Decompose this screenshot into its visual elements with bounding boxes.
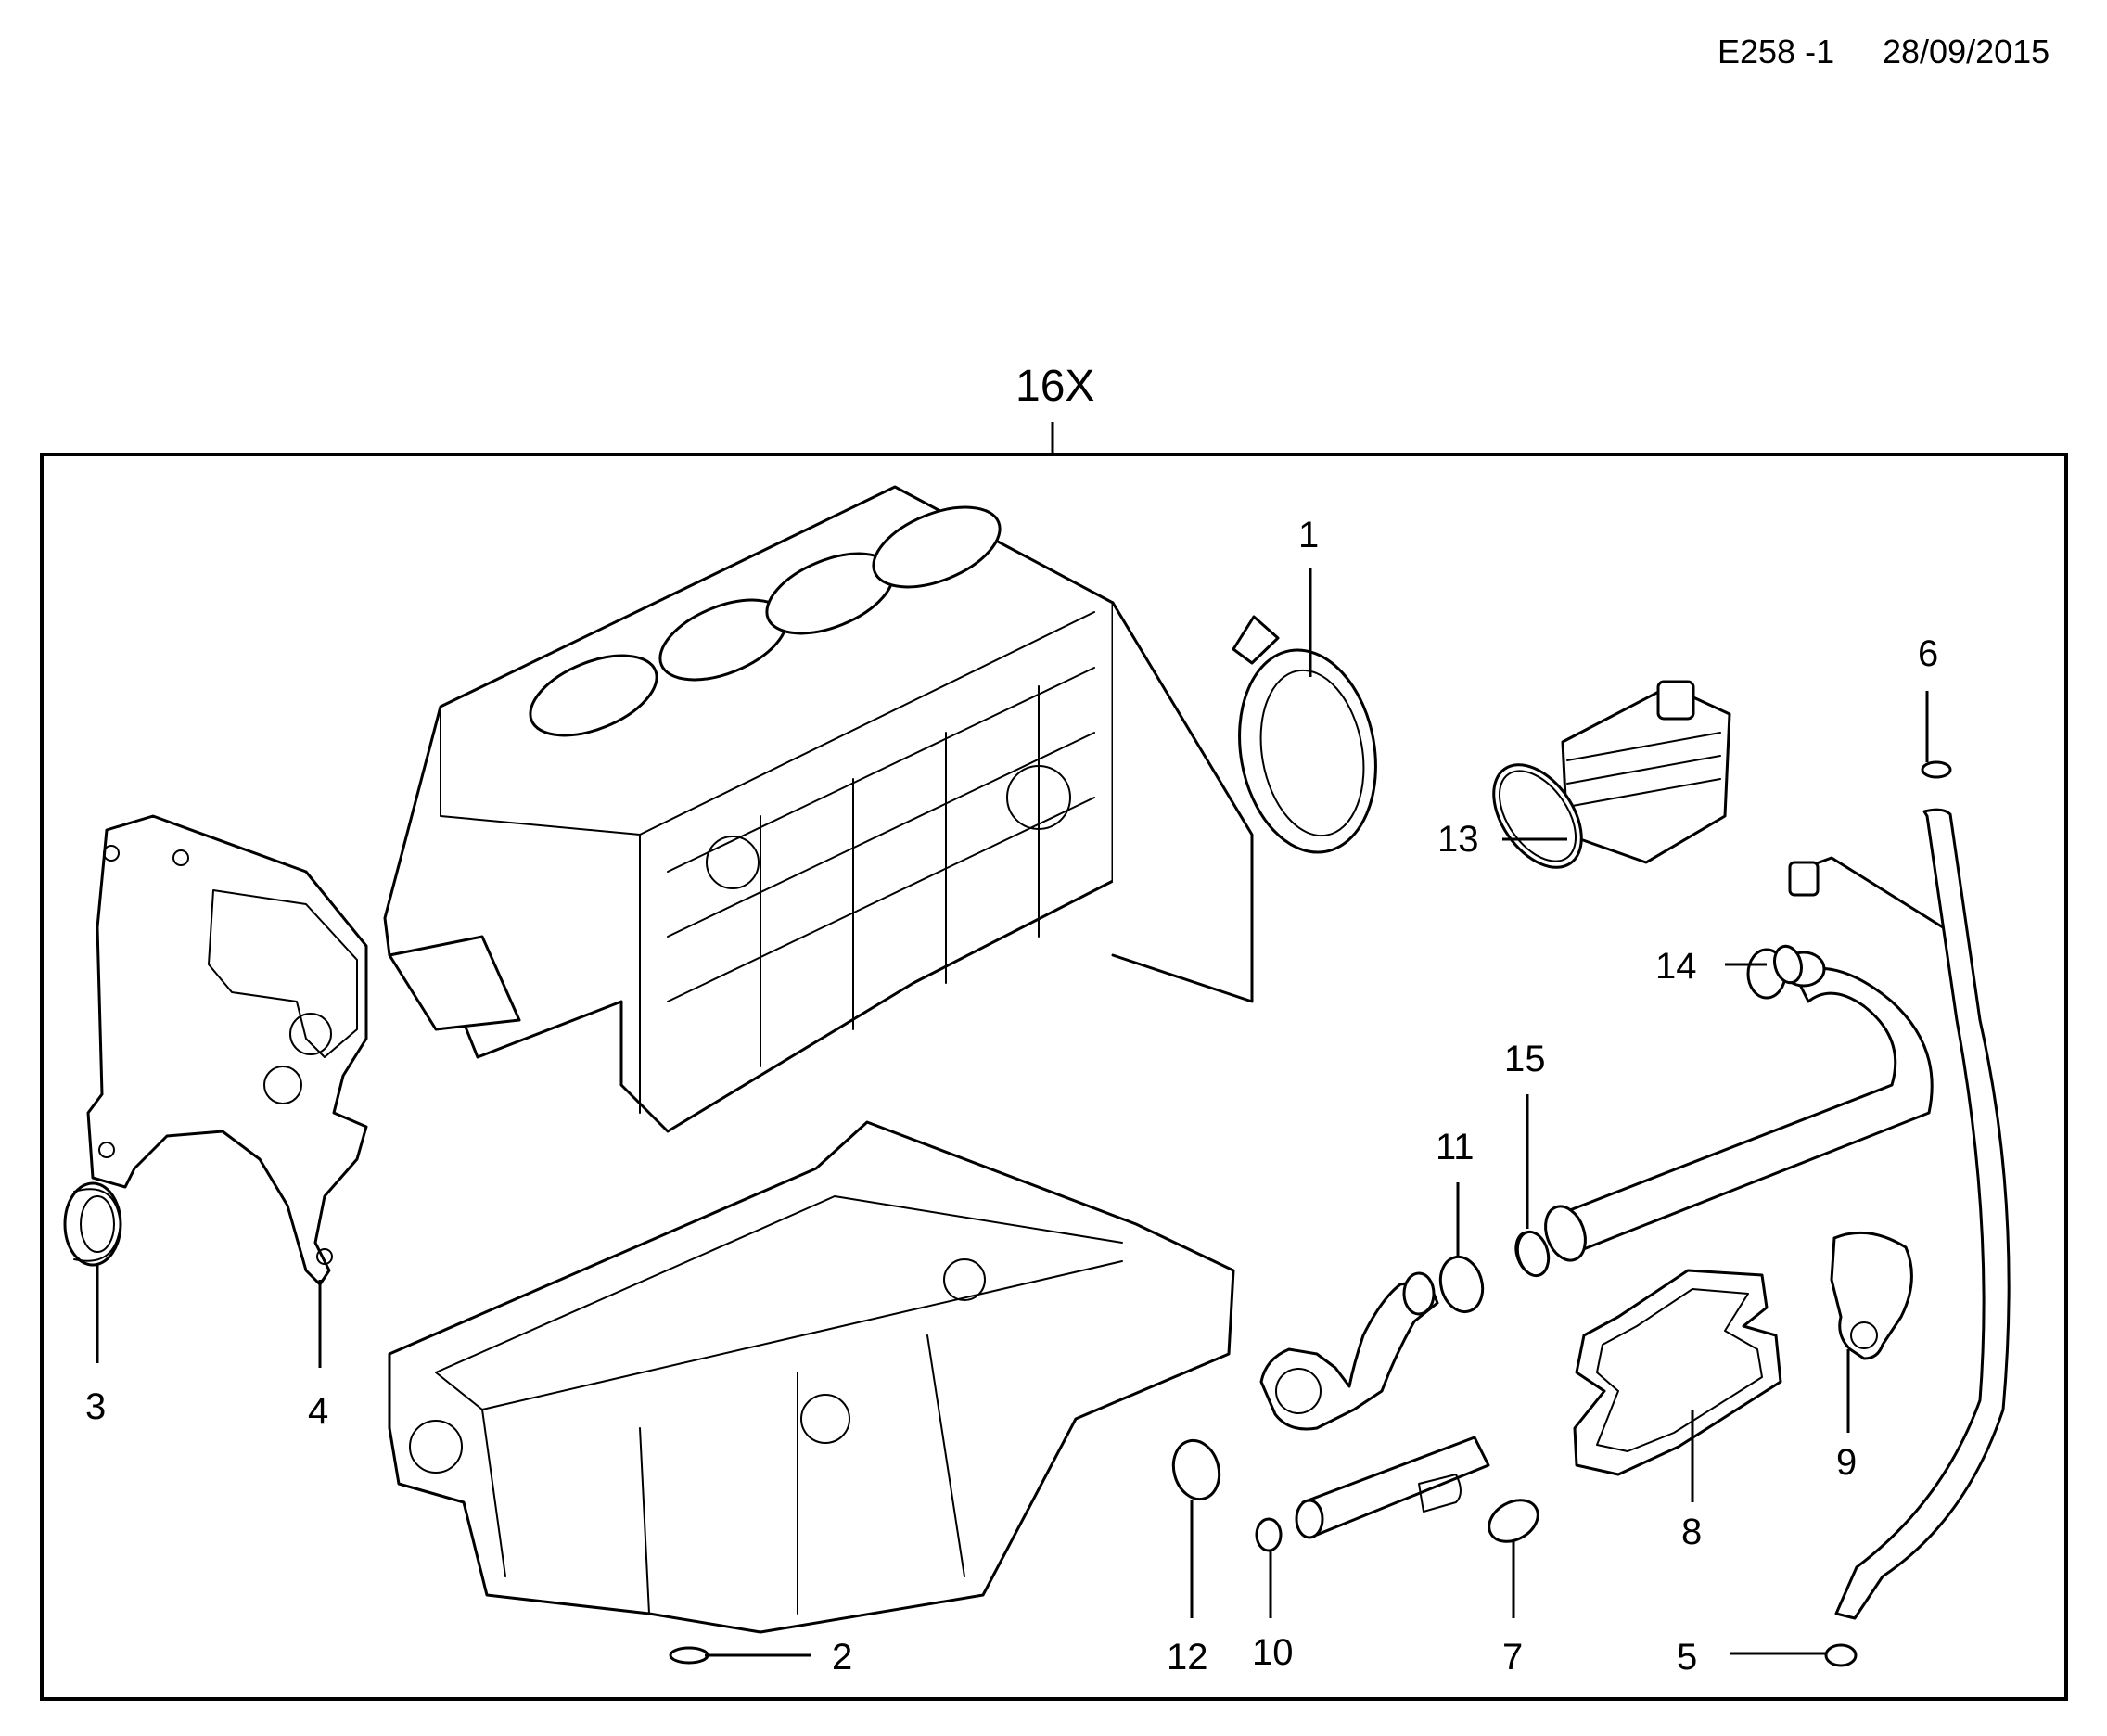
callout-leaders (96, 568, 1929, 1657)
crankshaft-seal-rear-drawing (1232, 615, 1377, 854)
callout-12: 12 (1167, 1637, 1208, 1678)
callout-2: 2 (832, 1637, 852, 1678)
dipstick-tube-drawing (1788, 760, 2011, 1667)
callout-3: 3 (85, 1386, 106, 1427)
callout-10: 10 (1252, 1632, 1294, 1673)
diagram-code: E258 -1 (1718, 32, 1834, 70)
elbow-pipe-drawing (1259, 1271, 1439, 1431)
diagram-date: 28/09/2015 (1883, 32, 2050, 70)
callout-4: 4 (308, 1391, 328, 1432)
part-9-gasket-drawing (1830, 1231, 1913, 1360)
engine-group-frame (40, 453, 2068, 1701)
oil-cooler-pipe-drawing (1514, 948, 1934, 1277)
callout-8: 8 (1681, 1512, 1702, 1552)
straight-tube-drawing (1295, 1436, 1490, 1539)
callout-11: 11 (1436, 1127, 1475, 1168)
callout-1: 1 (1298, 515, 1319, 555)
timing-cover-gasket-drawing (86, 814, 368, 1286)
crankshaft-seal-front-drawing (63, 1181, 122, 1267)
oil-filter-cap-drawing (1492, 680, 1731, 869)
engine-block-drawing (383, 485, 1254, 1133)
oil-cooler-gasket-drawing (1573, 1269, 1782, 1476)
callout-6: 6 (1918, 633, 1938, 674)
callout-13: 13 (1437, 819, 1479, 860)
callout-7: 7 (1502, 1637, 1523, 1678)
callout-14: 14 (1655, 946, 1697, 987)
callout-5: 5 (1677, 1637, 1697, 1678)
callout-numbers: 1 2 3 4 5 6 7 8 9 10 11 12 13 14 15 (85, 515, 1938, 1678)
seal-rings-drawing (669, 944, 1803, 1665)
callout-15: 15 (1504, 1039, 1546, 1079)
engine-label: 16X (1015, 362, 1094, 411)
callout-9: 9 (1836, 1442, 1857, 1483)
oil-pan-drawing (388, 1120, 1235, 1634)
